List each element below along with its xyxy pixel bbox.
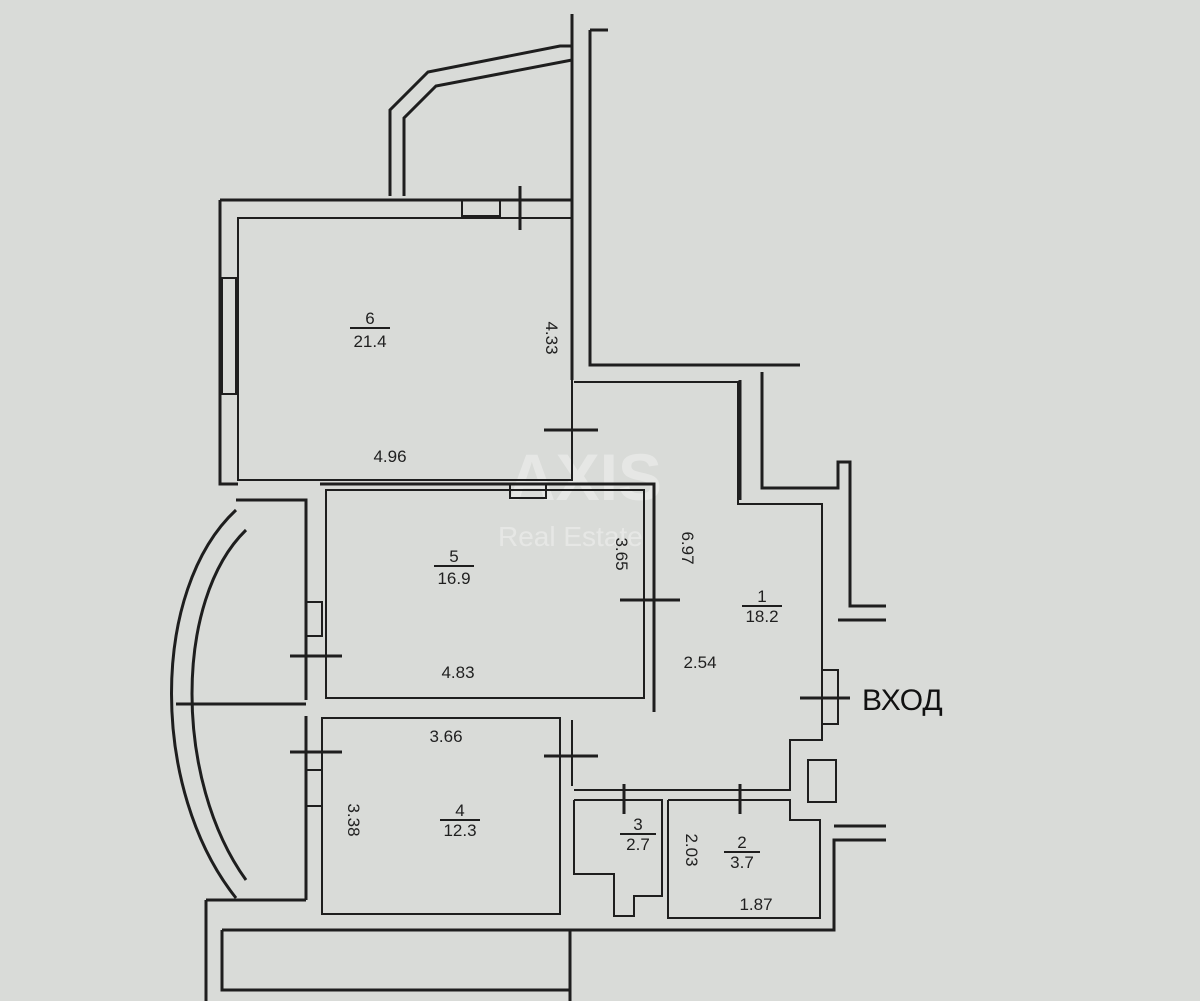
room-6-area: 21.4 [353,332,386,351]
room-6-height: 4.33 [542,321,561,354]
room-3-area: 2.7 [626,835,650,854]
room-2-height: 2.03 [682,833,701,866]
room-4-area: 12.3 [443,821,476,840]
room-3-labels: 3 2.7 [620,815,656,854]
room-1-height: 6.97 [678,531,697,564]
room-5-width: 4.83 [441,663,474,682]
room-4-height: 3.38 [344,803,363,836]
room-1-area: 18.2 [745,607,778,626]
room-4-number: 4 [455,801,464,820]
entrance-label: ВХОД [862,684,943,717]
room-4 [290,717,598,915]
room-2-width: 1.87 [739,895,772,914]
west-bay [170,498,308,900]
room-2-number: 2 [737,833,746,852]
room-1-number: 1 [757,587,766,606]
watermark-title: AXIS [508,440,662,514]
room-5-number: 5 [449,547,458,566]
room-6-number: 6 [365,309,374,328]
room-5-height: 3.65 [612,537,631,570]
room-4-width: 3.66 [429,727,462,746]
watermark-subtitle: Real Estate [498,521,643,552]
south-walls [204,824,886,1001]
room-5 [290,482,680,712]
room-6-width: 4.96 [373,447,406,466]
room-3 [573,784,663,917]
room-3-number: 3 [633,815,642,834]
room-2 [667,759,837,919]
window-room-4 [305,769,323,807]
room-1-labels: 1 18.2 2.54 6.97 [678,531,782,672]
room-2-area: 3.7 [730,853,754,872]
room-1-width: 2.54 [683,653,716,672]
window-room-6-west [221,277,237,395]
room-6 [218,186,598,486]
window-room-5 [305,601,323,637]
room-6-labels: 6 21.4 4.96 4.33 [350,309,561,466]
room-5-area: 16.9 [437,569,470,588]
room-1 [574,381,850,791]
room-2-labels: 2 3.7 1.87 2.03 [682,833,773,914]
upper-loggia [388,44,573,196]
room-5-labels: 5 16.9 4.83 3.65 [434,537,631,682]
room-4-labels: 4 12.3 3.66 3.38 [344,727,480,840]
window-room-6-north [461,199,501,217]
